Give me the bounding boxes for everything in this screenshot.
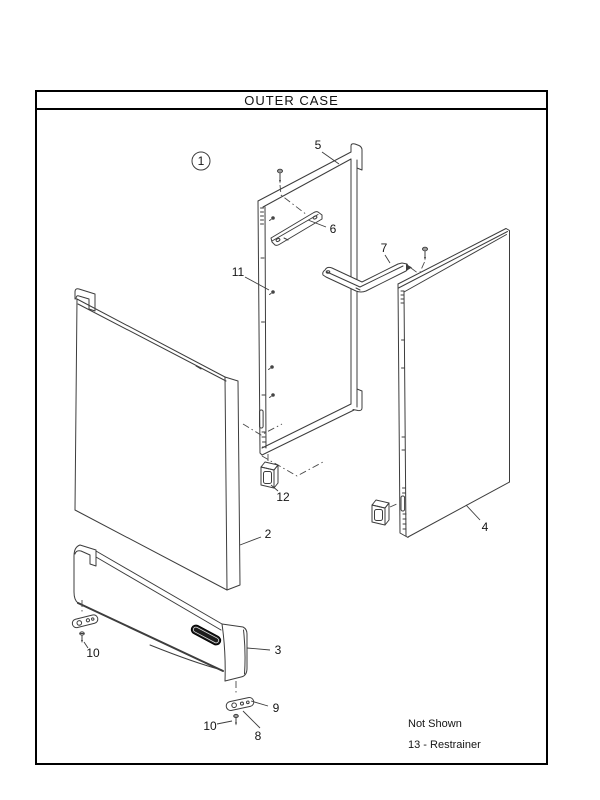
callout-6: 6: [330, 222, 337, 236]
front-kick-panel: [73, 544, 248, 682]
callout-5: 5: [315, 138, 322, 152]
page-title: OUTER CASE: [244, 92, 339, 108]
screw-left: [79, 631, 85, 643]
assembly-callout: 1: [191, 151, 211, 171]
left-side-panel: [74, 288, 241, 591]
screw-right: [419, 246, 428, 273]
callouts: 1 5 6 7 11 2 12 4 3 10 9 10: [83, 138, 489, 743]
clip-right: [371, 499, 400, 526]
edge-holes: [400, 290, 407, 530]
screw-front: [233, 713, 239, 726]
note-item: 13 - Restrainer: [408, 739, 481, 751]
callout-9: 9: [273, 701, 280, 715]
brand-badge: [190, 624, 222, 646]
callout-10-left: 10: [86, 646, 100, 660]
clip: [260, 461, 279, 489]
callout-11: 11: [232, 265, 245, 279]
hinge-plate-right: [225, 681, 255, 726]
callout-10-bottom: 10: [203, 719, 217, 733]
callout-2: 2: [265, 527, 272, 541]
edge-holes: [260, 207, 266, 448]
hinge-plate-left: [71, 600, 99, 643]
right-side-panel: [397, 228, 510, 538]
callout-12: 12: [276, 490, 290, 504]
corner-bracket: [322, 262, 420, 293]
callout-3: 3: [275, 643, 282, 657]
back-panel: [257, 143, 363, 456]
callout-7: 7: [381, 241, 388, 255]
title-bar: OUTER CASE: [37, 92, 546, 110]
callout-8: 8: [255, 729, 262, 743]
panel-rivets: [268, 216, 275, 398]
notes: Not Shown 13 - Restrainer: [408, 718, 481, 751]
alignment-lines: [242, 423, 324, 477]
callout-1: 1: [198, 154, 205, 168]
callout-4: 4: [482, 520, 489, 534]
screw-top: [277, 168, 308, 216]
note-title: Not Shown: [408, 718, 462, 730]
